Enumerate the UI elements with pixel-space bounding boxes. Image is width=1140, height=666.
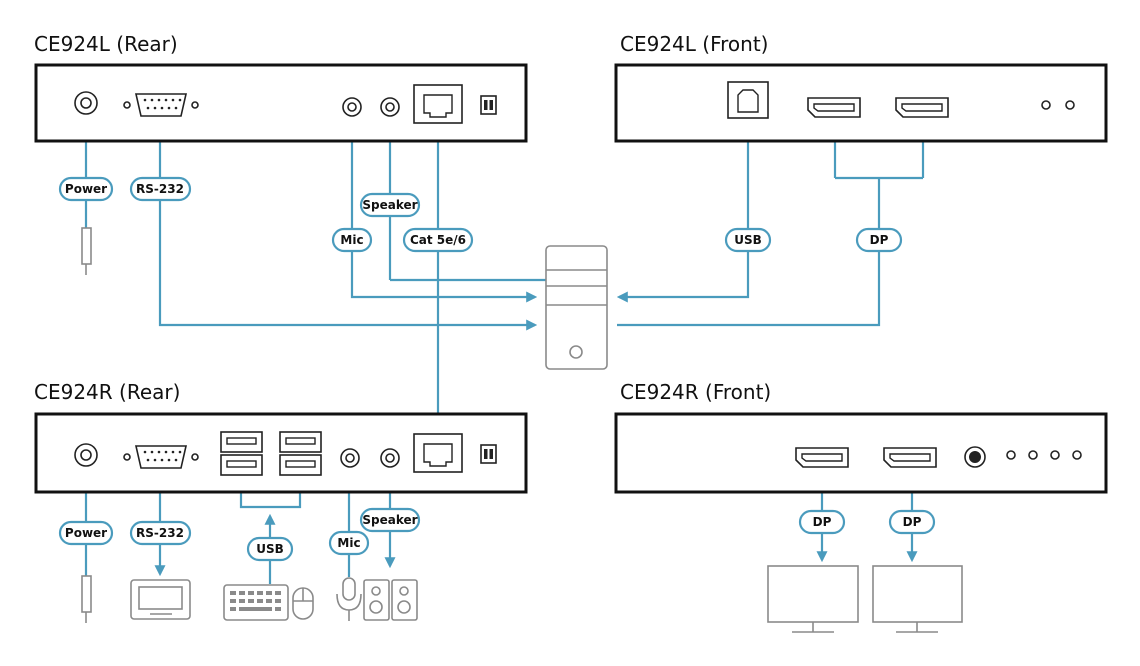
- svg-text:Mic: Mic: [337, 536, 360, 550]
- label-speaker: Speaker: [359, 507, 421, 533]
- audio-jack-icon: [380, 97, 400, 117]
- label-mic: Mic: [328, 530, 370, 556]
- svg-text:USB: USB: [256, 542, 284, 556]
- label-dp: DP: [798, 509, 846, 535]
- svg-text:RS-232: RS-232: [136, 526, 184, 540]
- rj45-port-icon: [413, 433, 463, 473]
- cable-l-rs232: [154, 122, 538, 331]
- audio-jack-icon: [380, 448, 400, 468]
- label-usb: USB: [246, 536, 294, 562]
- led-icon: [1072, 450, 1082, 460]
- led-icon: [1065, 100, 1075, 110]
- power-plug-icon: [81, 227, 92, 275]
- label-mic: Mic: [331, 227, 373, 253]
- dip-switch-icon: [480, 95, 497, 115]
- keyboard-icon: [223, 584, 289, 621]
- r-front-ports: [795, 446, 1082, 468]
- usb-a-port-icon: [220, 431, 263, 476]
- svg-text:DP: DP: [813, 515, 832, 529]
- cable-l-mic: [350, 122, 538, 303]
- cable-l-usb: [616, 118, 750, 303]
- svg-text:Power: Power: [65, 182, 107, 196]
- svg-text:RS-232: RS-232: [136, 182, 184, 196]
- label-power: Power: [58, 520, 114, 546]
- label-dp: DP: [855, 227, 903, 253]
- cable-l-dp: [617, 178, 881, 327]
- label-cat: Cat 5e/6: [402, 227, 474, 253]
- power-jack-icon: [74, 91, 98, 115]
- title-ce924l-front: CE924L (Front): [620, 32, 768, 56]
- l-front-ports: [727, 81, 1075, 119]
- led-icon: [1006, 450, 1016, 460]
- label-usb: USB: [724, 227, 772, 253]
- label-dp: DP: [888, 509, 936, 535]
- serial-terminal-icon: [130, 579, 191, 620]
- mouse-icon: [292, 587, 314, 620]
- usb-b-port-icon: [727, 81, 769, 119]
- cables: [84, 118, 929, 584]
- label-power: Power: [58, 176, 114, 202]
- svg-text:Power: Power: [65, 526, 107, 540]
- svg-text:Speaker: Speaker: [362, 198, 417, 212]
- unit-ce924r-front: [614, 412, 1108, 494]
- displayport-icon: [795, 447, 849, 468]
- displayport-icon: [895, 97, 949, 118]
- displayport-icon: [807, 97, 861, 118]
- svg-text:Mic: Mic: [340, 233, 363, 247]
- r-rear-ports: [74, 431, 497, 476]
- serial-port-icon: [123, 93, 199, 117]
- svg-text:Speaker: Speaker: [362, 513, 417, 527]
- monitor-icon: [872, 565, 963, 633]
- rj45-port-icon: [413, 84, 463, 124]
- dip-switch-icon: [480, 444, 497, 464]
- led-icon: [1028, 450, 1038, 460]
- computer-icon: [545, 245, 608, 370]
- label-rs232: RS-232: [129, 176, 192, 202]
- microphone-icon: [336, 577, 362, 621]
- svg-text:Cat 5e/6: Cat 5e/6: [410, 233, 466, 247]
- audio-jack-icon: [964, 446, 986, 468]
- displayport-icon: [883, 447, 937, 468]
- led-icon: [1050, 450, 1060, 460]
- speakers-icon: [363, 579, 418, 621]
- unit-ce924l-front: [614, 63, 1108, 143]
- svg-text:DP: DP: [903, 515, 922, 529]
- svg-text:DP: DP: [870, 233, 889, 247]
- power-jack-icon: [74, 443, 98, 467]
- title-ce924r-front: CE924R (Front): [620, 380, 771, 404]
- audio-jack-icon: [342, 97, 362, 117]
- serial-port-icon: [123, 445, 199, 469]
- title-ce924l-rear: CE924L (Rear): [34, 32, 178, 56]
- usb-a-port-icon: [279, 431, 322, 476]
- label-speaker: Speaker: [359, 192, 421, 218]
- l-rear-ports: [74, 84, 497, 124]
- led-icon: [1041, 100, 1051, 110]
- svg-text:USB: USB: [734, 233, 762, 247]
- power-plug-icon: [81, 575, 92, 623]
- audio-jack-icon: [340, 448, 360, 468]
- title-ce924r-rear: CE924R (Rear): [34, 380, 180, 404]
- monitor-icon: [767, 565, 859, 633]
- label-rs232: RS-232: [129, 520, 192, 546]
